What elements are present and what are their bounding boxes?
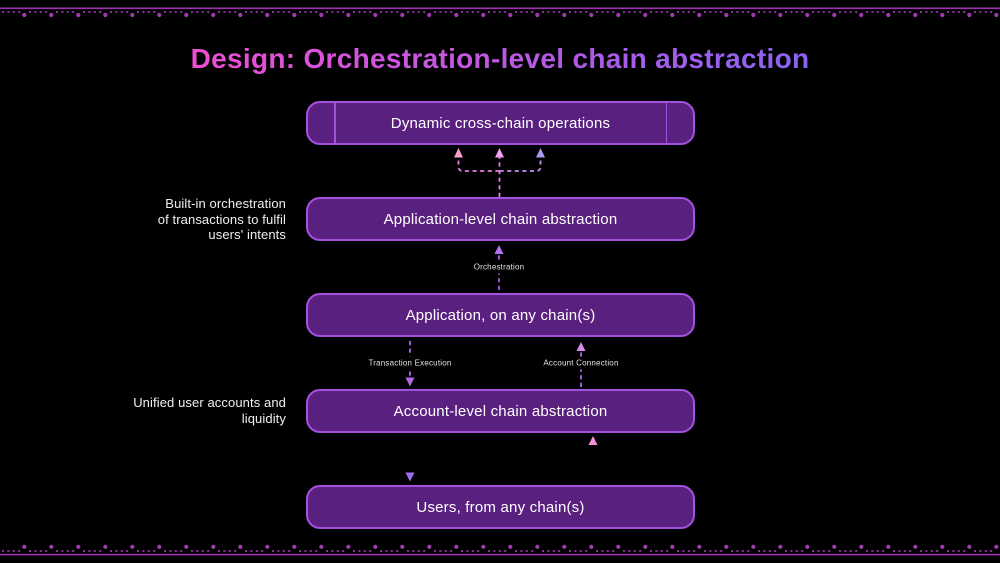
side-note-line: Unified user accounts and <box>133 395 286 410</box>
arrow-label-transaction-execution: Transaction Execution <box>364 356 456 370</box>
decorative-border-top <box>0 0 1000 20</box>
node-label: Dynamic cross-chain operations <box>390 114 611 132</box>
slide-title: Design: Orchestration-level chain abstra… <box>190 43 810 74</box>
node-label: Application, on any chain(s) <box>405 306 596 324</box>
side-note-line: users' intents <box>208 227 286 242</box>
arrow-account-to-users-down-icon <box>405 438 415 482</box>
side-note-orchestration: Built-in orchestration of transactions t… <box>158 196 286 243</box>
arrow-label-orchestration: Orchestration <box>469 260 529 274</box>
side-note-line: of transactions to fulfil <box>157 211 286 227</box>
arrow-label-account-connection: Account Connection <box>539 356 623 370</box>
node-label: Users, from any chain(s) <box>416 498 585 516</box>
node-dynamic-cross-chain-operations: Dynamic cross-chain operations <box>306 101 695 145</box>
node-account-level-chain-abstraction: Account-level chain abstraction <box>306 389 695 433</box>
segment-divider-left <box>334 103 336 143</box>
node-application-level-chain-abstraction: Application-level chain abstraction <box>306 197 695 241</box>
side-note-line: Built-in orchestration <box>165 196 286 211</box>
title-row: Design: Orchestration-level chain abstra… <box>0 43 1000 75</box>
side-note-line: liquidity <box>241 410 286 426</box>
side-note-unified-accounts: Unified user accounts and liquidity <box>133 395 286 426</box>
segment-divider-right <box>665 103 667 143</box>
node-label: Account-level chain abstraction <box>393 402 608 420</box>
arrow-fork-up-icon <box>454 148 545 197</box>
arrow-users-to-account-up-icon <box>588 436 598 484</box>
node-application-on-any-chains: Application, on any chain(s) <box>306 293 695 337</box>
node-users-from-any-chains: Users, from any chain(s) <box>306 485 695 529</box>
decorative-border-bottom <box>0 543 1000 563</box>
node-label: Application-level chain abstraction <box>383 210 618 228</box>
